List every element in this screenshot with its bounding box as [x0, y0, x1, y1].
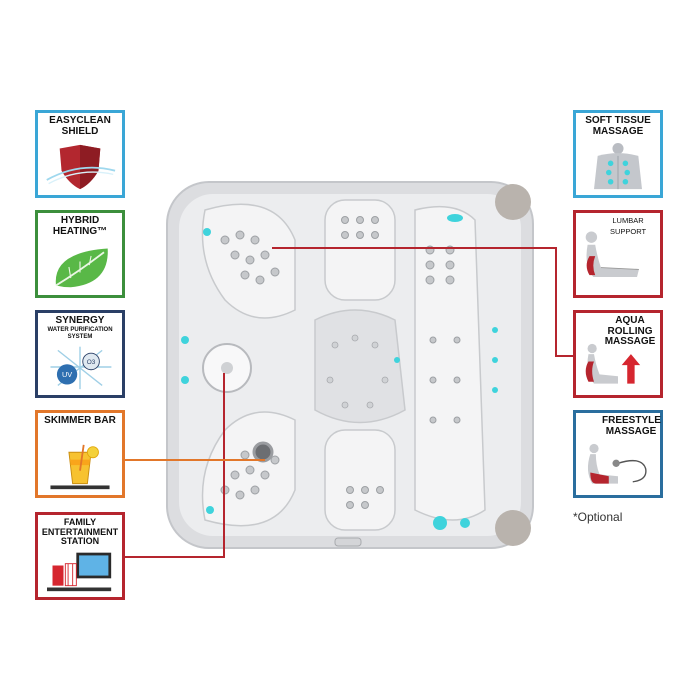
feature-easyclean-shield: EASYCLEAN SHIELD — [35, 110, 125, 198]
leaf-icon — [42, 243, 118, 291]
seat-bottom-center — [324, 429, 396, 531]
back-massage-icon — [580, 143, 656, 191]
rolling-massage-icon — [580, 343, 656, 391]
drink-icon — [42, 443, 118, 491]
feature-title: SOFT TISSUE MASSAGE — [585, 115, 651, 137]
tv-icon — [42, 549, 118, 593]
drain-handle — [334, 537, 362, 547]
corner-cap — [495, 510, 531, 546]
uv-badge: UV — [62, 370, 72, 379]
skimmer-port — [252, 441, 274, 463]
lumbar-seat-icon — [580, 227, 656, 291]
freestyle-massage-icon — [580, 443, 656, 491]
feature-aqua-rolling-massage: AQUA ROLLING MASSAGE — [573, 310, 663, 398]
shield-icon — [42, 143, 118, 191]
seat-top-center — [324, 199, 396, 301]
feature-title: SYNERGY WATER PURIFICATION SYSTEM — [38, 315, 122, 341]
feature-title: SKIMMER BAR — [44, 415, 116, 426]
feature-hybrid-heating: HYBRID HEATING™ — [35, 210, 125, 298]
feature-skimmer-bar: SKIMMER BAR — [35, 410, 125, 498]
feature-family-entertainment-station: FAMILY ENTERTAINMENT STATION — [35, 512, 125, 600]
optional-footnote: *Optional — [573, 510, 623, 524]
feature-title: LUMBAR SUPPORT — [609, 216, 647, 236]
footwell — [314, 309, 406, 424]
feature-title-main: SYNERGY — [55, 315, 105, 326]
feature-title: FREESTYLE MASSAGE — [602, 415, 661, 437]
feature-lumbar-support: LUMBAR SUPPORT — [573, 210, 663, 298]
feature-title: FAMILY ENTERTAINMENT STATION — [41, 517, 119, 546]
purification-icon: UV O3 — [42, 343, 118, 391]
feature-synergy: SYNERGY WATER PURIFICATION SYSTEM UV O3 — [35, 310, 125, 398]
feature-freestyle-massage: FREESTYLE MASSAGE — [573, 410, 663, 498]
hot-tub-top-view — [165, 180, 535, 550]
feature-title: HYBRID HEATING™ — [52, 215, 108, 237]
feature-title: AQUA ROLLING MASSAGE — [604, 315, 656, 347]
feature-title: EASYCLEAN SHIELD — [49, 115, 111, 137]
feature-soft-tissue-massage: SOFT TISSUE MASSAGE — [573, 110, 663, 198]
feature-subtitle: WATER PURIFICATION SYSTEM — [47, 326, 113, 340]
o3-badge: O3 — [87, 359, 96, 366]
corner-cap — [495, 184, 531, 220]
